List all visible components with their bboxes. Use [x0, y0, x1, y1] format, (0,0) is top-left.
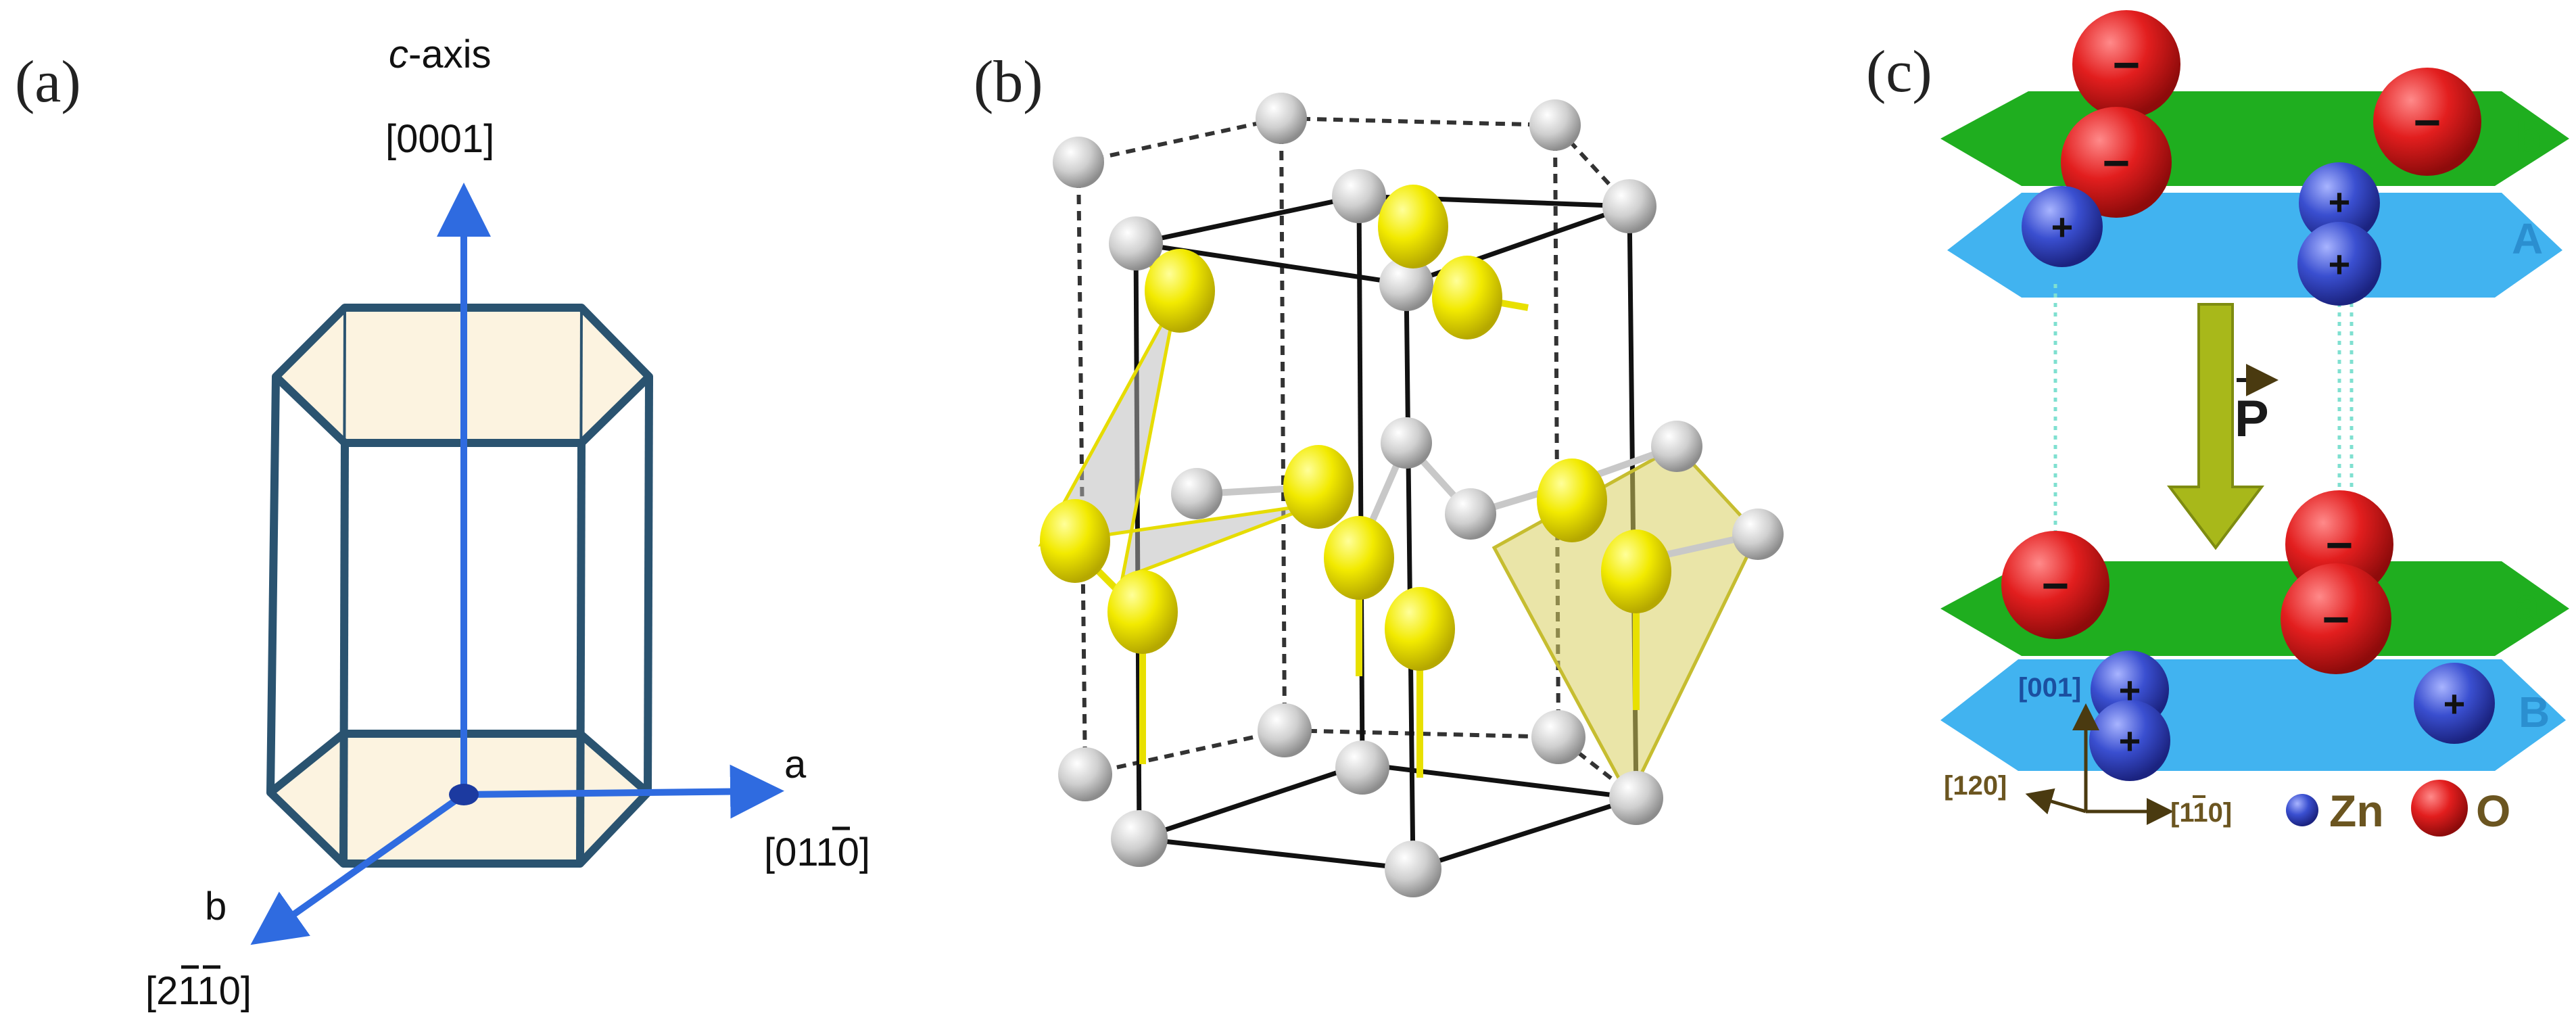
svg-text:−: − [2322, 593, 2350, 646]
svg-text:+: + [2051, 206, 2074, 248]
legend-zn-label: Zn [2329, 786, 2384, 836]
legend-o-swatch [2411, 780, 2468, 837]
legend: Zn O [2286, 780, 2510, 837]
plane-label-top-green: b [2515, 113, 2542, 162]
panel-c-label: (c) [1866, 39, 1932, 105]
direction-vertical-label: [001] [2018, 673, 2081, 703]
svg-text:+: + [2119, 720, 2141, 762]
svg-text:+: + [2443, 682, 2466, 725]
c-axis-index: [0001] [385, 117, 494, 161]
a-axis-arrow [463, 764, 784, 819]
origin-dot [449, 784, 479, 805]
svg-text:−: − [2326, 519, 2354, 571]
b-axis-name: b [205, 885, 226, 928]
svg-text:−: − [2103, 137, 2130, 189]
legend-zn-swatch [2286, 794, 2318, 826]
panel-a-label: (a) [15, 49, 81, 115]
direction-axes [2025, 703, 2174, 825]
legend-o-label: O [2476, 786, 2510, 836]
gray-atoms [1053, 93, 1784, 897]
panel-b: (b) [974, 49, 1784, 897]
yellow-atoms [1040, 185, 1671, 671]
plane-label-bottom-blue: B [2519, 688, 2550, 736]
direction-left-label: [120] [1944, 771, 2007, 801]
hexagonal-prism [266, 304, 653, 868]
dotted-connectors [2053, 284, 2354, 544]
plane-label-top-blue: A [2512, 214, 2543, 263]
svg-text:−: − [2414, 96, 2441, 149]
crystal-axes [250, 183, 784, 945]
svg-text:−: − [2113, 39, 2141, 91]
panel-c: (c) − − − + + + P [1866, 10, 2569, 837]
a-axis-index: [0110] [764, 830, 870, 874]
svg-text:−: − [2042, 559, 2070, 612]
panel-a: (a) c-axis [0001] a [0110] b [15, 32, 870, 1013]
polarization-label: P [2235, 390, 2269, 448]
top-ions: − − − + + + [2022, 10, 2481, 306]
b-axis-arrow [250, 791, 466, 945]
bottom-ions: − − − + + + [2001, 490, 2495, 781]
direction-right-label: [110] [2170, 798, 2232, 828]
b-axis-index: [2110] [145, 969, 252, 1013]
svg-text:+: + [2329, 181, 2351, 223]
panel-b-label: (b) [974, 49, 1043, 115]
svg-text:+: + [2119, 669, 2141, 711]
polarization-arrow [2166, 303, 2265, 550]
svg-text:+: + [2329, 243, 2351, 285]
a-axis-name: a [784, 743, 807, 786]
c-axis-label: c-axis [389, 32, 491, 76]
plane-label-bottom-green: a [2515, 580, 2539, 628]
